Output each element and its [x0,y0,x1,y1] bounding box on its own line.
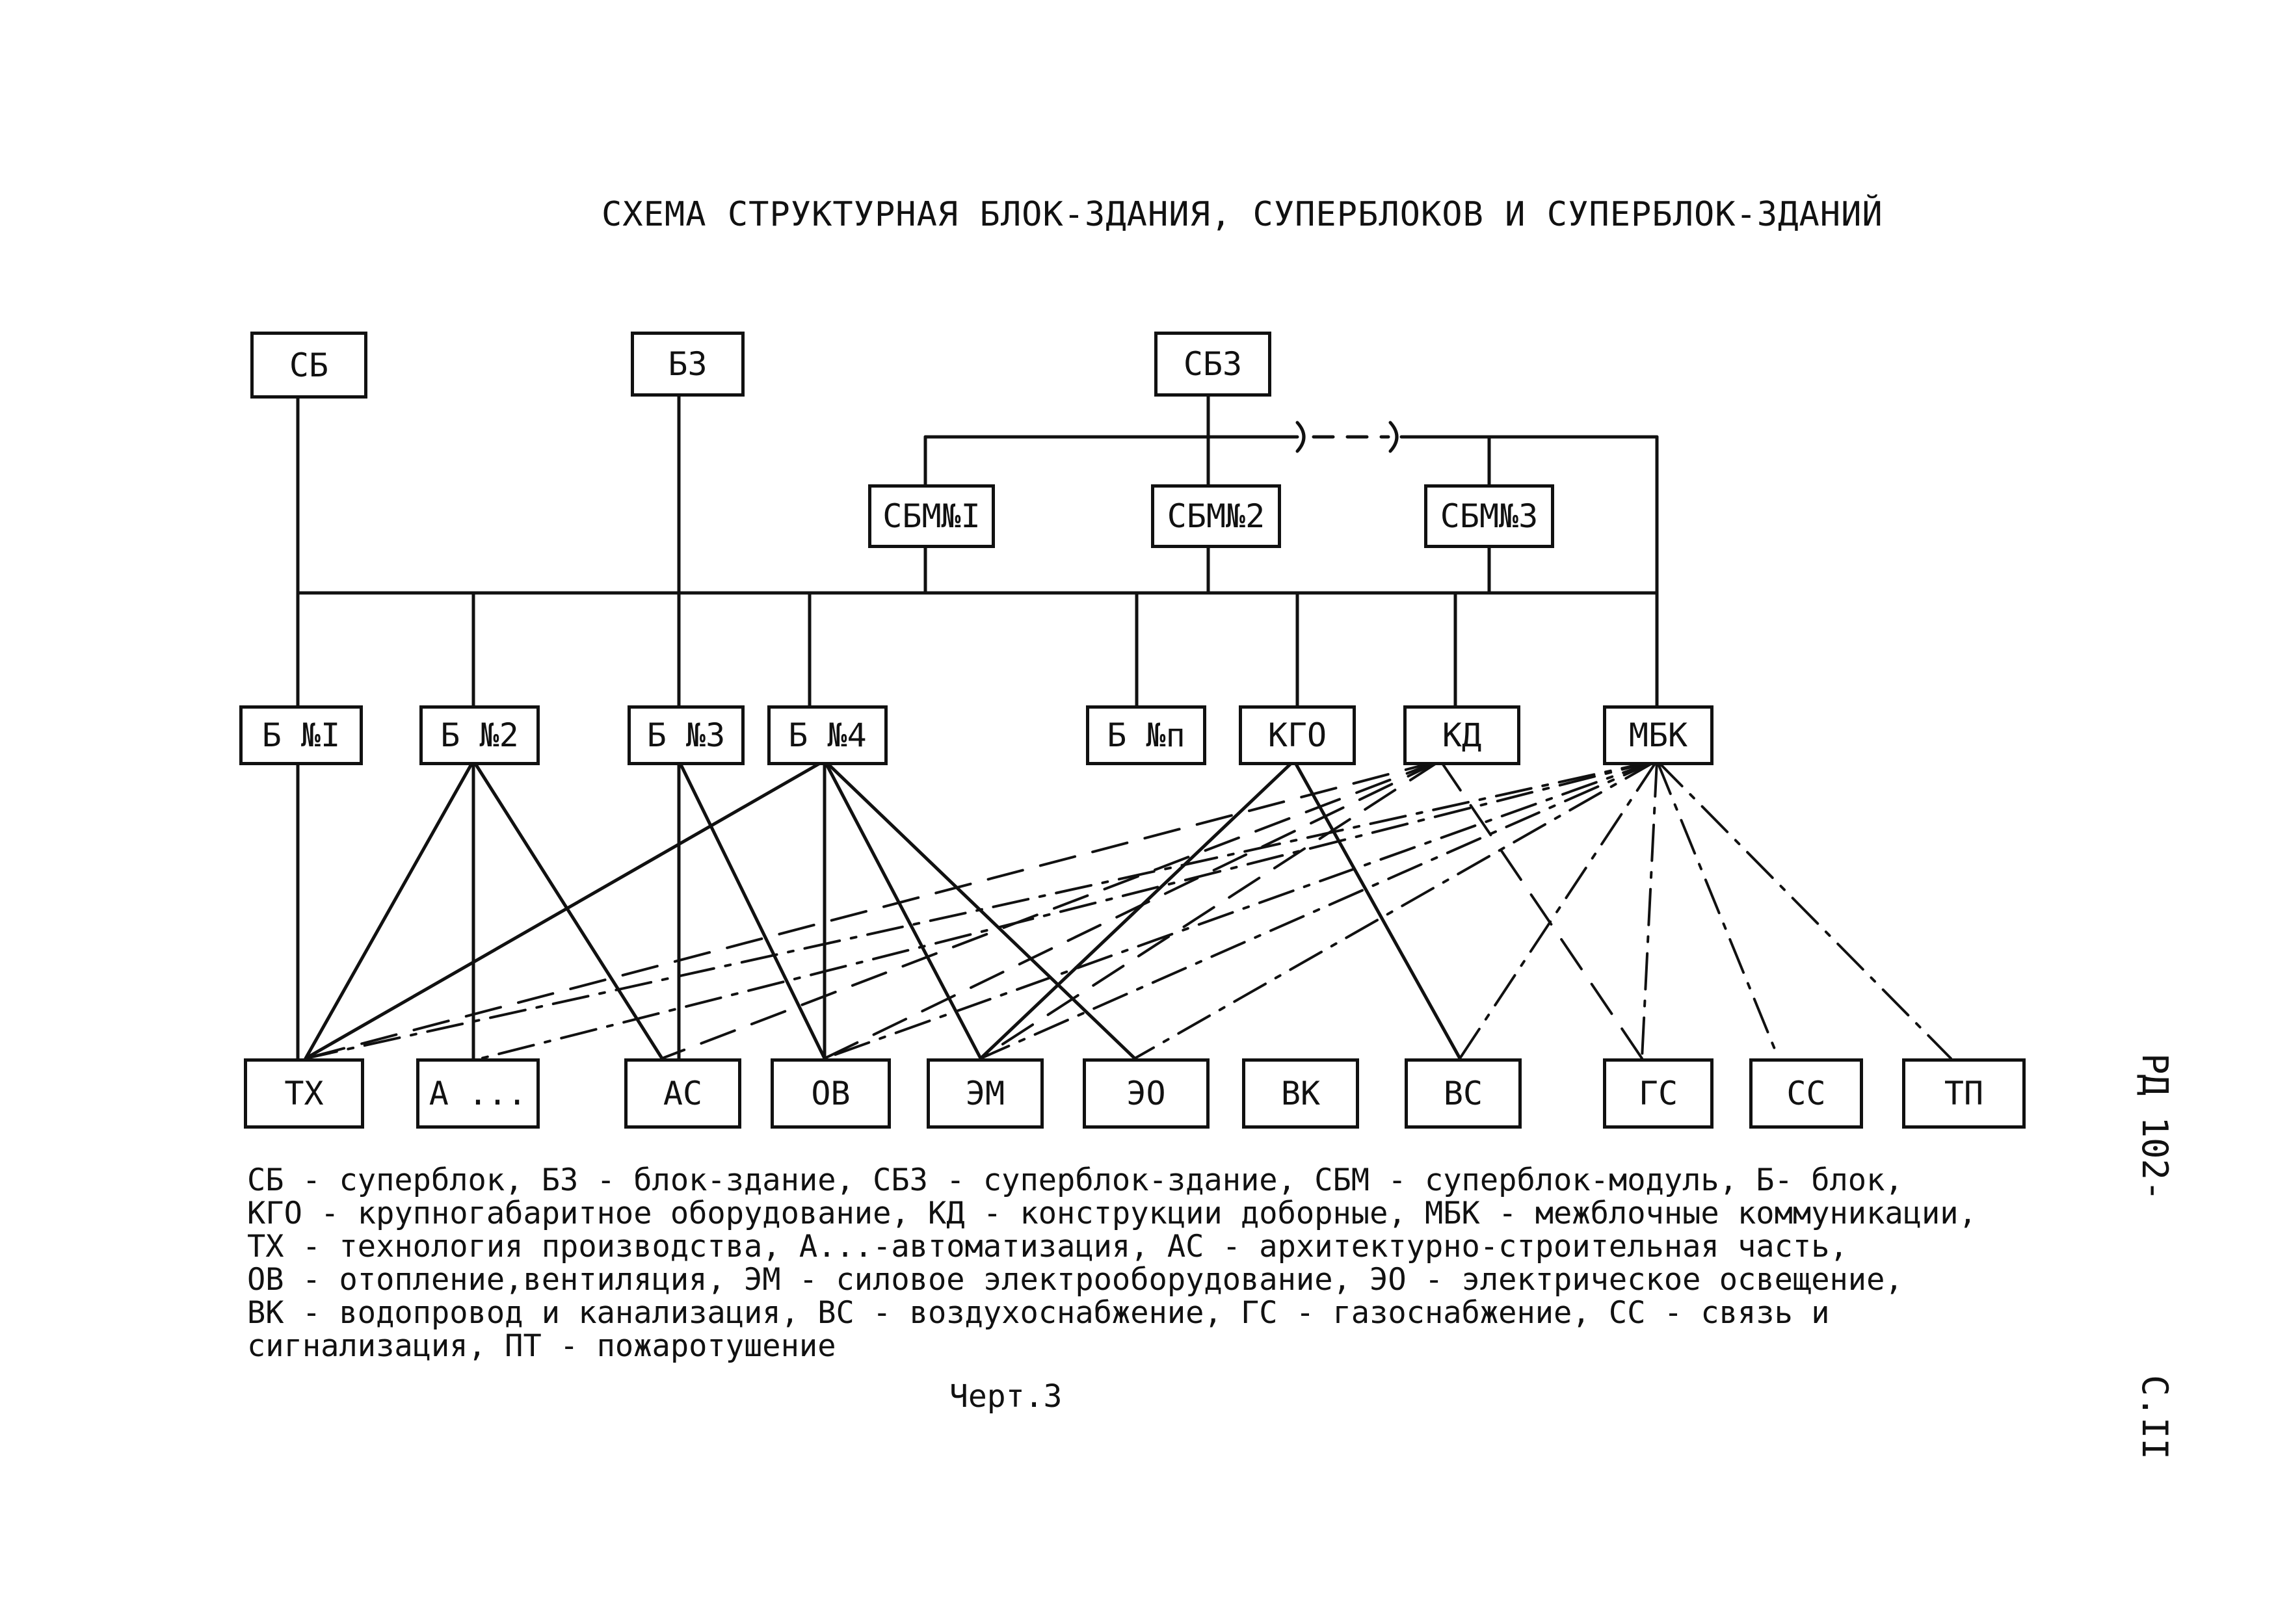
document-code: РД 102- [2134,1053,2175,1201]
node-em: ЭМ [927,1058,1044,1129]
node-sbz: СБЗ [1154,332,1271,397]
legend-line: ТХ - технология производства, А...-автом… [247,1229,1848,1264]
node-sb: СБ [250,332,367,399]
page-number: С.II [2134,1375,2175,1460]
legend-line: КГО - крупногабаритное оборудование, КД … [247,1196,1977,1231]
node-bz: БЗ [631,332,745,397]
legend: СБ - суперблок, БЗ - блок-здание, СБЗ - … [247,1164,2133,1363]
node-mbk: МБК [1603,705,1713,765]
node-vs: ВС [1405,1058,1522,1129]
node-tp: ТП [1902,1058,2026,1129]
node-b3: Б №3 [628,705,745,765]
legend-line: ОВ - отопление,вентиляция, ЭМ - силовое … [247,1262,1903,1298]
diagram-title: СХЕМА СТРУКТУРНАЯ БЛОК-ЗДАНИЯ, СУПЕРБЛОК… [602,195,1883,234]
node-bn: Б №п [1086,705,1206,765]
node-sbm1: СБМ№I [868,484,995,548]
node-ov: ОВ [771,1058,891,1129]
figure-caption: Черт.3 [949,1378,1063,1415]
node-gs: ГС [1603,1058,1713,1129]
node-sbm2: СБМ№2 [1151,484,1281,548]
node-as: АС [624,1058,741,1129]
node-ss: СС [1749,1058,1863,1129]
legend-line: СБ - суперблок, БЗ - блок-здание, СБЗ - … [247,1162,1903,1198]
node-b1: Б №I [239,705,363,765]
node-a: А ... [416,1058,540,1129]
node-eo: ЭО [1083,1058,1210,1129]
node-b4: Б №4 [767,705,888,765]
node-kd: КД [1403,705,1520,765]
node-vk: ВК [1242,1058,1359,1129]
legend-line: сигнализация, ПТ - пожаротушение [247,1328,836,1364]
legend-line: ВК - водопровод и канализация, ВС - возд… [247,1295,1830,1331]
node-kgo: КГО [1239,705,1356,765]
node-sbm3: СБМ№3 [1424,484,1554,548]
node-b2: Б №2 [419,705,540,765]
node-tx: ТХ [244,1058,364,1129]
